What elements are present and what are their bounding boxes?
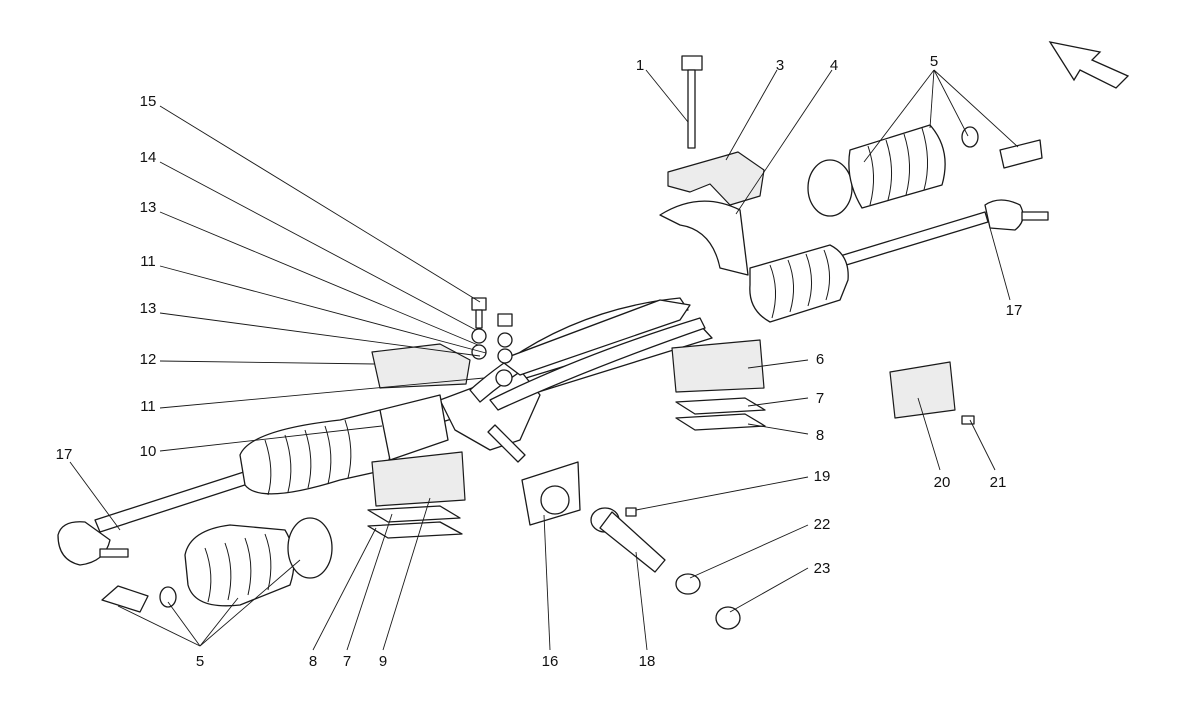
callout-15: 15 [140,93,157,110]
clamp-lower-6 [671,339,765,393]
hydraulic-line-2 [489,317,706,411]
callout-13-lower: 13 [140,300,157,317]
plate-8-left [367,521,463,539]
callout-7-right: 7 [816,390,824,407]
callout-20: 20 [934,474,951,491]
bracket-arm [499,299,691,376]
callout-7-left: 7 [343,653,351,670]
left-tie-rod-stud [99,548,129,558]
boot-kit-left [101,517,333,613]
callout-6: 6 [816,351,824,368]
callout-5-left: 5 [196,653,204,670]
callout-14: 14 [140,149,157,166]
left-bellows [239,394,449,496]
callout-4: 4 [830,57,838,74]
plate-7-right [675,397,766,415]
cover-plate-20 [889,361,956,419]
plate-7-left [367,505,461,523]
banjo-fittings [471,297,513,387]
shaft-18 [590,507,666,573]
bolt-1 [681,55,703,149]
clamp-12 [371,343,471,389]
direction-arrow-icon [1048,41,1130,89]
steering-rack-assembly [57,199,1049,566]
boot-kit-right [807,124,1043,217]
callout-16: 16 [542,653,559,670]
screw-21 [961,415,975,425]
callout-19: 19 [814,468,831,485]
rack-right-bar [839,211,989,267]
ring-22 [675,573,701,595]
clamp-upper-3 [667,151,765,206]
callout-11-upper: 11 [140,253,156,270]
callout-labels: 1 3 4 5 15 14 13 11 13 12 11 10 17 17 6 … [56,53,1023,670]
right-tie-rod-end [984,199,1024,231]
callout-18: 18 [639,653,656,670]
callout-21: 21 [990,474,1007,491]
plate-8-right [675,413,766,431]
callout-22: 22 [814,516,831,533]
right-tie-rod-stud [1021,211,1049,221]
callout-17-left: 17 [56,446,73,463]
clamp-9 [371,451,466,507]
callout-8-right: 8 [816,427,824,444]
screw-19 [625,507,637,517]
pinion-shaft [487,424,526,463]
callout-8-left: 8 [309,653,317,670]
mount-16-bush [540,485,570,515]
right-bellows [749,244,849,323]
callout-17-right: 17 [1006,302,1023,319]
bushing-4 [659,200,749,276]
bush-23 [715,606,741,630]
leader-lines [69,69,1019,651]
callout-23: 23 [814,560,831,577]
callout-1: 1 [636,57,644,74]
rack-left-bar [94,469,255,533]
callout-13-upper: 13 [140,199,157,216]
callout-10: 10 [140,443,157,460]
callout-5-right: 5 [930,53,938,70]
callout-3: 3 [776,57,784,74]
callout-9: 9 [379,653,387,670]
callout-12: 12 [140,351,157,368]
callout-11-lower: 11 [140,398,156,415]
